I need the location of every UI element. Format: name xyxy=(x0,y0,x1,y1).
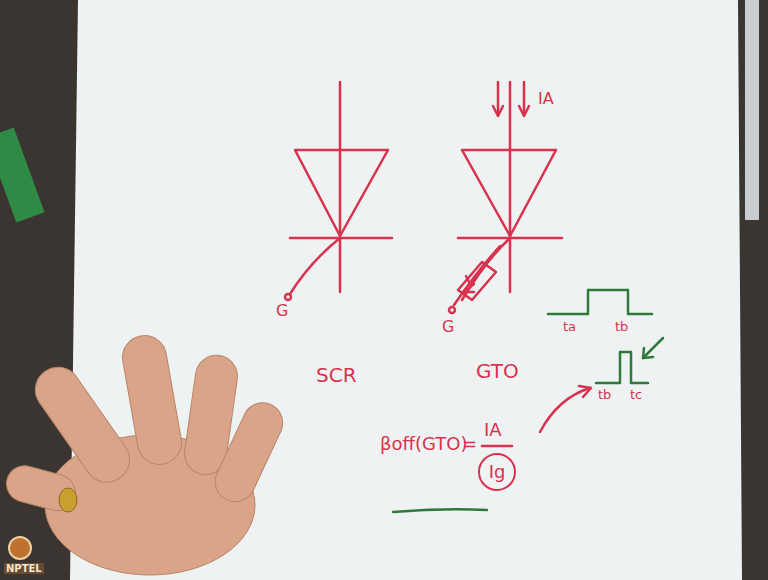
watermark: NPTEL xyxy=(4,563,44,574)
green-arrow xyxy=(643,338,663,358)
gate-on-pulse xyxy=(548,290,652,314)
underline xyxy=(393,509,487,512)
arrow-head xyxy=(643,348,653,358)
device-name: GTO xyxy=(476,360,519,382)
gate-label: G xyxy=(442,318,454,336)
current-label: IA xyxy=(484,420,502,440)
blue-pen xyxy=(745,0,759,220)
time-label: tc xyxy=(630,388,642,402)
time-label: tb xyxy=(598,388,611,402)
time-label: tb xyxy=(615,320,628,334)
gate-off-pulse xyxy=(596,352,648,383)
gain-symbol: βoff(GTO) xyxy=(380,434,467,454)
scr-symbol xyxy=(285,82,392,300)
arrow-head xyxy=(579,386,591,397)
pointer-arrow xyxy=(540,388,590,432)
gate-label: G xyxy=(276,302,288,320)
fraction-bar xyxy=(482,445,512,448)
hand xyxy=(2,332,289,575)
current-label: IA xyxy=(538,90,554,108)
circled-current: Ig xyxy=(478,453,516,491)
nptel-logo xyxy=(9,537,31,559)
time-label: ta xyxy=(563,320,576,334)
green-pen xyxy=(0,128,44,223)
equals-sign: = xyxy=(462,434,477,454)
device-name: SCR xyxy=(316,364,357,386)
gto-symbol xyxy=(449,82,562,313)
node-text: Ig xyxy=(489,462,506,482)
